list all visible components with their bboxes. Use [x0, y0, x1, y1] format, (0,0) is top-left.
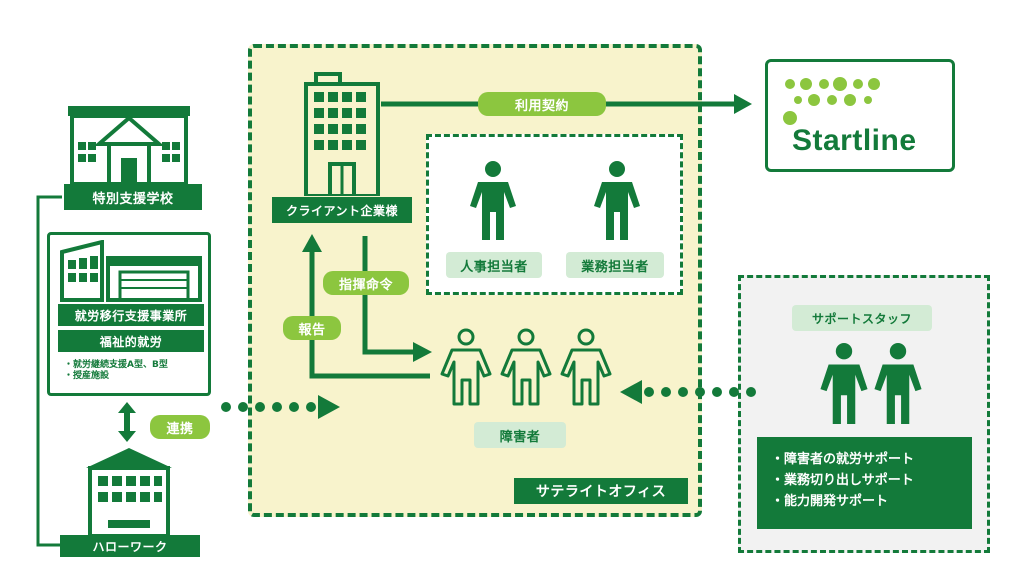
- client-company-label: クライアント企業様: [272, 197, 412, 223]
- hellowork-building-icon: [86, 448, 172, 536]
- command-label: 指揮命令: [323, 271, 409, 295]
- satellite-office-label: サテライトオフィス: [514, 478, 688, 504]
- factory-building-icon: [60, 240, 202, 302]
- startline-logo-text: Startline: [792, 124, 917, 157]
- school-label: 特別支援学校: [64, 184, 202, 210]
- support-staff-label: サポートスタッフ: [792, 305, 932, 331]
- school-building-icon: [68, 106, 190, 184]
- ops-person-icon: [594, 161, 640, 240]
- disabled-workers-icon: [440, 328, 612, 406]
- note-line: ・授産施設: [64, 371, 110, 381]
- collab-label: 連携: [150, 415, 210, 439]
- support-item: ・業務切り出しサポート: [771, 473, 914, 488]
- report-label: 報告: [283, 316, 341, 340]
- office-building-icon: [304, 72, 380, 196]
- support-item: ・能力開発サポート: [771, 494, 889, 509]
- welfare-work-label: 福祉的就労: [58, 330, 204, 352]
- support-services-list: ・障害者の就労サポート ・業務切り出しサポート ・能力開発サポート: [757, 437, 972, 529]
- hellowork-label: ハローワーク: [60, 535, 200, 557]
- transition-support-label: 就労移行支援事業所: [58, 304, 204, 326]
- disabled-workers-label: 障害者: [474, 422, 566, 448]
- contract-label: 利用契約: [478, 92, 606, 116]
- hr-staff-label: 人事担当者: [446, 252, 542, 278]
- welfare-notes: ・就労継続支援A型、B型 ・授産施設: [64, 360, 168, 382]
- support-item: ・障害者の就労サポート: [771, 452, 915, 467]
- support-person-icon: [820, 343, 868, 424]
- note-line: ・就労継続支援A型、B型: [64, 360, 168, 370]
- startline-logo-card: [765, 59, 955, 172]
- startline-logo-dots-icon: [783, 77, 880, 125]
- support-person-icon: [874, 343, 922, 424]
- hr-person-icon: [470, 161, 516, 240]
- ops-staff-label: 業務担当者: [566, 252, 664, 278]
